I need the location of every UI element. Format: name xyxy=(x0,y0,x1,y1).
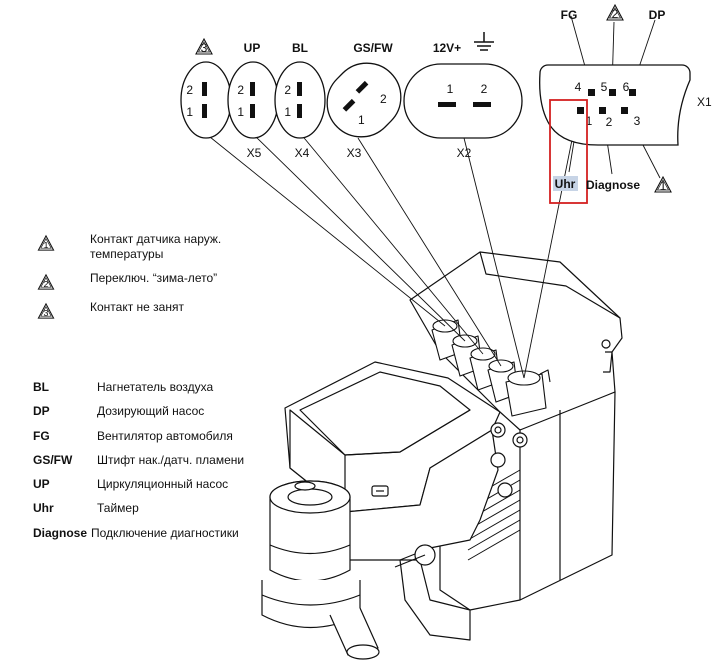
abbr-row-uhr: Uhr Таймер xyxy=(33,501,244,525)
label-x5: X5 xyxy=(247,146,262,160)
warning-triangle-3-icon: 3 xyxy=(37,303,55,319)
abbreviation-legend: BL Нагнетатель воздуха DP Дозирующий нас… xyxy=(33,380,244,550)
abbr-text: Дозирующий насос xyxy=(97,404,205,419)
label-x1: X1 xyxy=(697,95,712,109)
connector-x5: 2 1 xyxy=(227,61,279,139)
connector-x4: 2 1 xyxy=(274,61,326,139)
abbr-key: Uhr xyxy=(33,501,54,516)
connector-x2: 1 2 xyxy=(403,63,523,139)
abbr-row-fg: FG Вентилятор автомобиля xyxy=(33,429,244,453)
svg-text:2: 2 xyxy=(44,279,49,289)
abbr-row-dp: DP Дозирующий насос xyxy=(33,404,244,428)
svg-text:1: 1 xyxy=(447,82,454,96)
warning-legend-text: Контакт датчика наруж. температуры xyxy=(90,232,222,261)
connector-x3: 2 1 xyxy=(326,62,402,138)
label-x2: X2 xyxy=(457,146,472,160)
abbr-text: Вентилятор автомобиля xyxy=(97,428,233,443)
svg-text:5: 5 xyxy=(601,80,608,94)
warning-legend-item-2: 2 Переключ. “зима-лето” xyxy=(36,271,260,291)
label-up: UP xyxy=(244,41,261,55)
warn-3-top: 3 xyxy=(195,38,213,55)
abbr-text: Нагнетатель воздуха xyxy=(97,380,214,394)
label-diagnose: Diagnose xyxy=(586,178,640,192)
abbr-text: Подключение диагностики xyxy=(91,525,239,540)
label-x3: X3 xyxy=(347,146,362,160)
svg-text:2: 2 xyxy=(612,7,619,21)
abbr-key: FG xyxy=(33,428,50,443)
svg-text:1: 1 xyxy=(284,105,291,119)
abbr-text: Штифт нак./датч. пламени xyxy=(97,452,245,467)
svg-text:4: 4 xyxy=(575,80,582,94)
svg-text:1: 1 xyxy=(358,113,365,127)
svg-text:2: 2 xyxy=(481,82,488,96)
abbr-key: UP xyxy=(33,477,50,492)
abbr-row-up: UP Циркуляционный насос xyxy=(33,477,244,501)
warning-legend-item-3: 3 Контакт не занят xyxy=(36,300,260,320)
svg-text:1: 1 xyxy=(660,179,667,193)
label-12v: 12V+ xyxy=(433,41,461,55)
svg-text:3: 3 xyxy=(634,114,641,128)
warning-legend-text: Переключ. “зима-лето” xyxy=(90,271,218,285)
abbr-text: Таймер xyxy=(97,501,139,516)
svg-text:2: 2 xyxy=(284,83,291,97)
label-uhr: Uhr xyxy=(555,177,576,191)
abbr-row-gs-fw: GS/FW Штифт нак./датч. пламени xyxy=(33,453,244,477)
warning-legend-item-1: 1 Контакт датчика наруж. температуры xyxy=(36,232,260,262)
svg-text:1: 1 xyxy=(586,114,593,128)
svg-text:1: 1 xyxy=(44,240,49,250)
warn-1-x1: 1 xyxy=(654,176,672,193)
ground-icon xyxy=(474,32,494,51)
label-x4: X4 xyxy=(295,146,310,160)
abbr-row-diagnose: Diagnose Подключение диагностики xyxy=(33,526,244,550)
label-dp: DP xyxy=(649,8,666,22)
abbr-key: Diagnose xyxy=(33,525,88,540)
heater-unit-drawing xyxy=(261,251,623,660)
abbr-text: Циркуляционный насос xyxy=(97,477,229,492)
abbr-key: GS/FW xyxy=(33,452,73,467)
uhr-text-highlight xyxy=(553,176,578,191)
warning-triangle-1-icon: 1 xyxy=(37,235,55,251)
label-fg: FG xyxy=(561,8,578,22)
connector-x1: 4 5 6 1 2 3 xyxy=(539,64,691,146)
svg-text:6: 6 xyxy=(623,80,630,94)
abbr-key: DP xyxy=(33,404,50,419)
connector-x6: 2 1 xyxy=(180,61,232,139)
svg-text:3: 3 xyxy=(201,41,208,55)
uhr-highlight-box xyxy=(549,99,588,204)
warning-legend: 1 Контакт датчика наруж. температуры 2 П… xyxy=(36,232,260,329)
svg-text:2: 2 xyxy=(606,115,613,129)
warn-2-top: 2 xyxy=(606,4,624,21)
warning-triangle-2-icon: 2 xyxy=(37,274,55,290)
label-gs-fw: GS/FW xyxy=(353,41,393,55)
svg-text:3: 3 xyxy=(44,308,49,318)
svg-text:2: 2 xyxy=(380,92,387,106)
label-bl: BL xyxy=(292,41,308,55)
svg-text:2: 2 xyxy=(237,83,244,97)
warning-legend-text: Контакт не занят xyxy=(90,300,184,314)
abbr-row-bl: BL Нагнетатель воздуха xyxy=(33,380,244,404)
svg-text:1: 1 xyxy=(186,105,193,119)
svg-text:2: 2 xyxy=(186,83,193,97)
svg-text:1: 1 xyxy=(237,105,244,119)
abbr-key: BL xyxy=(33,380,49,394)
